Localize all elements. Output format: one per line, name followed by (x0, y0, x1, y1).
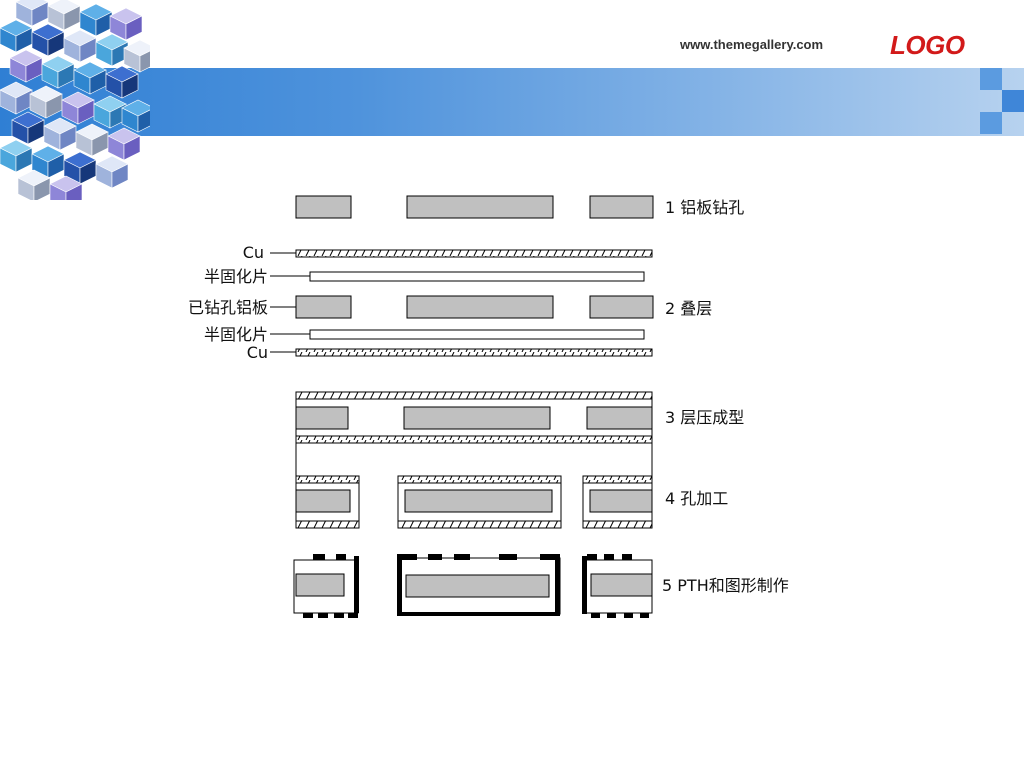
step4-drilled-board (295, 475, 653, 529)
step2-label: 2 叠层 (665, 299, 712, 318)
step4-label: 4 孔加工 (665, 489, 728, 508)
label-cu-bottom: Cu (247, 343, 268, 362)
label-drilled-al: 已钻孔铝板 (188, 298, 268, 317)
decorative-cubes-graphic (0, 0, 150, 200)
cube-face (125, 15, 143, 41)
step5-label: 5 PTH和图形制作 (662, 576, 789, 595)
cube-face (139, 50, 150, 73)
logo: LOGO (890, 30, 965, 60)
step1-drilled-plate (295, 195, 654, 219)
step3-label: 3 层压成型 (665, 408, 744, 427)
label-prepreg-top: 半固化片 (204, 267, 268, 286)
header-banner (0, 68, 1024, 136)
step5-plated-board (293, 554, 653, 618)
step2-layup (270, 249, 654, 357)
decorative-squares-graphic (980, 68, 1024, 134)
cube-face (137, 109, 150, 133)
cube-face (121, 73, 139, 99)
step3-laminated-board (295, 391, 653, 444)
cube-face (65, 183, 83, 200)
cube-face (123, 135, 141, 161)
site-url[interactable]: www.themegallery.com (680, 37, 824, 52)
cube-face (49, 183, 67, 200)
label-prepreg-bottom: 半固化片 (204, 325, 268, 344)
cube-face (111, 163, 129, 189)
step1-label: 1 铝板钻孔 (665, 198, 744, 217)
cube-face (17, 177, 35, 200)
label-cu-top: Cu (243, 243, 264, 262)
